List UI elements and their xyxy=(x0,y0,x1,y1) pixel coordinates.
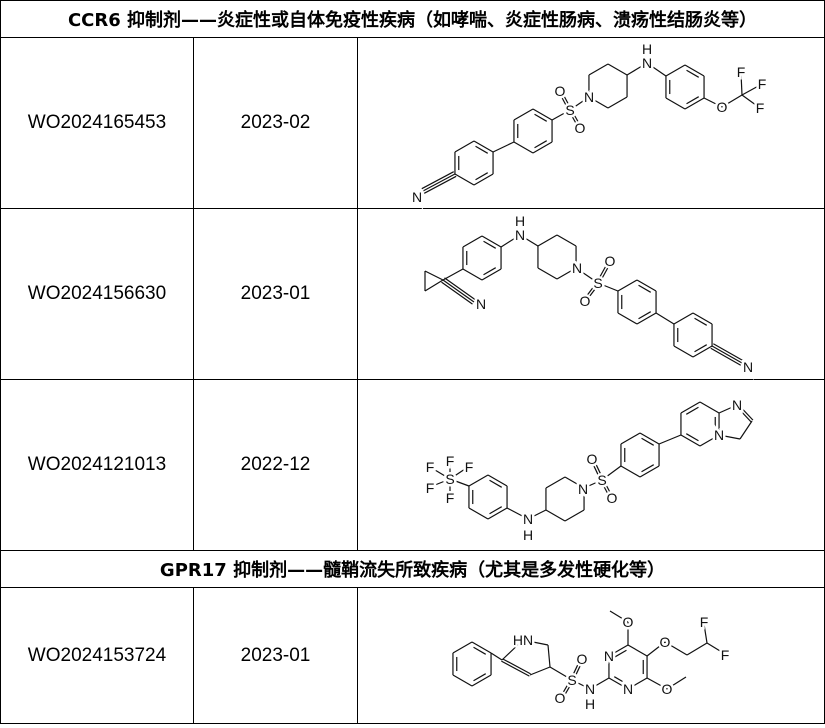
table-row: WO2024153724 2023-01 xyxy=(0,587,825,724)
table-row: WO2024121013 2022-12 xyxy=(0,379,825,551)
patent-number: WO2024121013 xyxy=(0,379,194,551)
table-row: WO2024165453 2023-02 xyxy=(0,37,825,209)
patent-number: WO2024156630 xyxy=(0,208,194,380)
section-header-ccr6: CCR6 抑制剂——炎症性或自体免疫性疾病（如哮喘、炎症性肠病、溃疡性结肠炎等） xyxy=(0,0,825,38)
patent-number: WO2024165453 xyxy=(0,37,194,209)
structure-cell xyxy=(357,37,825,209)
structure-cell xyxy=(357,379,825,551)
structure-cell xyxy=(357,587,825,724)
section-header-gpr17: GPR17 抑制剂——髓鞘流失所致疾病（尤其是多发性硬化等） xyxy=(0,550,825,588)
patent-number: WO2024153724 xyxy=(0,587,194,724)
priority-date: 2023-01 xyxy=(193,587,358,724)
structure-cell xyxy=(357,208,825,380)
priority-date: 2023-02 xyxy=(193,37,358,209)
table-row: WO2024156630 2023-01 xyxy=(0,208,825,380)
priority-date: 2022-12 xyxy=(193,379,358,551)
priority-date: 2023-01 xyxy=(193,208,358,380)
